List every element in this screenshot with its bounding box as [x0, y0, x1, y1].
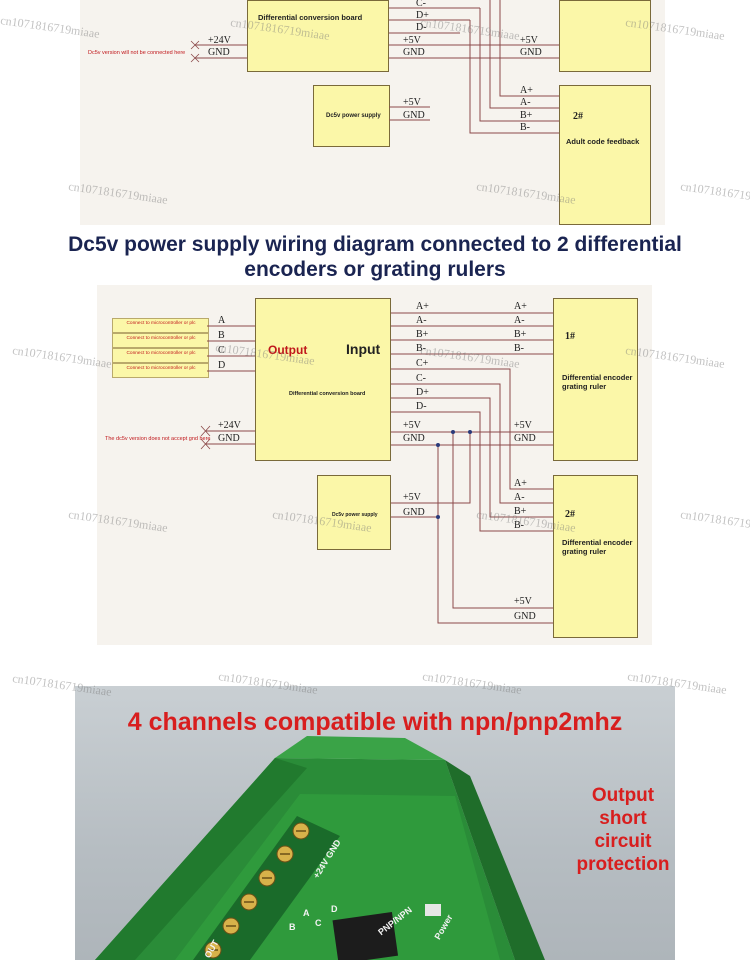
top-enc1-pin-gnd: GND [520, 47, 542, 58]
top-power-title: Dc5v power supply [326, 113, 381, 119]
top-note-left: Dc5v version will not be connected here [88, 50, 186, 56]
output-label: Output [268, 343, 308, 357]
photo-side-text: Output short circuit protection [576, 785, 670, 875]
bottom-power-pin-gnd: GND [403, 507, 425, 518]
bottom-encoder-1-box: 1# Differential encoder grating ruler [553, 298, 638, 461]
board-mark-a: A [303, 908, 310, 918]
bottom-encoder-1-number: 1# [565, 331, 575, 342]
controller-tag: Connect to microcontroller or plc [112, 363, 209, 378]
bottom-board-pin-5v: +5V [403, 420, 421, 431]
bottom-encoder-1-label: Differential encoder grating ruler [562, 373, 633, 391]
bottom-enc2-pin-b-minus: B- [514, 520, 524, 531]
top-board-pin-c-minus: C- [416, 0, 426, 9]
top-board-box: Differential conversion board [247, 0, 389, 72]
bottom-enc2-pin-b-plus: B+ [514, 506, 527, 517]
top-power-pin-gnd: GND [403, 110, 425, 121]
bottom-note-left: The dc5v version does not accept gnd her… [105, 436, 211, 442]
bottom-board-pin-a-plus: A+ [416, 301, 429, 312]
photo-title: 4 channels compatible with npn/pnp2mhz [127, 708, 623, 736]
section-heading: Dc5v power supply wiring diagram connect… [68, 233, 682, 281]
top-board-pin-d-minus: D- [416, 22, 427, 33]
input-label: Input [346, 341, 381, 357]
top-enc2-pin-b-minus: B- [520, 122, 530, 133]
controller-pin-c: C [218, 345, 225, 356]
bottom-enc1-pin-gnd: GND [514, 433, 536, 444]
top-board-pin-5v: +5V [403, 35, 421, 46]
top-wiring [190, 0, 559, 134]
bottom-enc1-pin-b-minus: B- [514, 343, 524, 354]
bottom-power-title: Dc5v power supply [332, 512, 378, 518]
top-power-pin-5v: +5V [403, 97, 421, 108]
board-mark-b: B [289, 922, 296, 932]
bottom-power-pin-5v: +5V [403, 492, 421, 503]
bottom-enc1-pin-b-plus: B+ [514, 329, 527, 340]
bottom-left-pin-24v: +24V [218, 420, 241, 431]
bottom-board-pin-d-minus: D- [416, 401, 427, 412]
bottom-encoder-2-box: 2# Differential encoder grating ruler [553, 475, 638, 638]
bottom-left-pin-gnd: GND [218, 433, 240, 444]
top-board-pin-gnd: GND [403, 47, 425, 58]
top-board-pin-d-plus: D+ [416, 10, 429, 21]
controller-tag: Connect to microcontroller or plc [112, 318, 209, 333]
controller-pin-b: B [218, 330, 225, 341]
bottom-enc2-pin-a-minus: A- [514, 492, 525, 503]
bottom-enc2-pin-gnd: GND [514, 611, 536, 622]
top-encoder-1-box [559, 0, 651, 72]
bottom-enc2-pin-5v: +5V [514, 596, 532, 607]
bottom-board-pin-c-plus: C+ [416, 358, 429, 369]
bottom-enc1-pin-a-plus: A+ [514, 301, 527, 312]
bottom-power-box: Dc5v power supply [317, 475, 391, 550]
top-enc2-pin-b-plus: B+ [520, 110, 533, 121]
top-left-pin-24v: +24V [208, 35, 231, 46]
top-enc2-pin-a-minus: A- [520, 97, 531, 108]
top-enc2-pin-a-plus: A+ [520, 85, 533, 96]
board-mark-d: D [331, 904, 338, 914]
controller-tag: Connect to microcontroller or plc [112, 348, 209, 363]
bottom-enc2-pin-a-plus: A+ [514, 478, 527, 489]
bottom-board-title: Differential conversion board [289, 391, 366, 397]
top-encoder-2-number: 2# [573, 111, 583, 122]
bottom-board-pin-b-minus: B- [416, 343, 426, 354]
board-mark-c: C [315, 918, 322, 928]
top-board-title: Differential conversion board [258, 13, 363, 22]
bottom-board-pin-d-plus: D+ [416, 387, 429, 398]
bottom-board-pin-a-minus: A- [416, 315, 427, 326]
bottom-enc1-pin-a-minus: A- [514, 315, 525, 326]
bottom-enc1-pin-5v: +5V [514, 420, 532, 431]
controller-pin-a: A [218, 315, 226, 326]
pcb-board-image [95, 736, 545, 960]
controller-pin-d: D [218, 360, 226, 371]
bottom-board-box: Output Input Differential conversion boa… [255, 298, 391, 461]
top-enc1-pin-5v: +5V [520, 35, 538, 46]
product-photo: +24V GND A B C D Power PNP/NPN OUT 4 cha… [75, 686, 675, 960]
top-power-box: Dc5v power supply [313, 85, 390, 147]
top-encoder-2-label: Adult code feedback [566, 137, 640, 146]
watermark: cn1071816719miaae [11, 671, 113, 699]
top-left-pin-gnd: GND [208, 47, 230, 58]
bottom-encoder-2-number: 2# [565, 509, 575, 520]
bottom-encoder-2-label: Differential encoder grating ruler [562, 538, 633, 556]
bottom-board-pin-b-plus: B+ [416, 329, 429, 340]
bottom-wiring [200, 312, 553, 624]
bottom-board-pin-c-minus: C- [416, 373, 426, 384]
bottom-board-pin-gnd: GND [403, 433, 425, 444]
top-encoder-2-box: 2# Adult code feedback [559, 85, 651, 225]
